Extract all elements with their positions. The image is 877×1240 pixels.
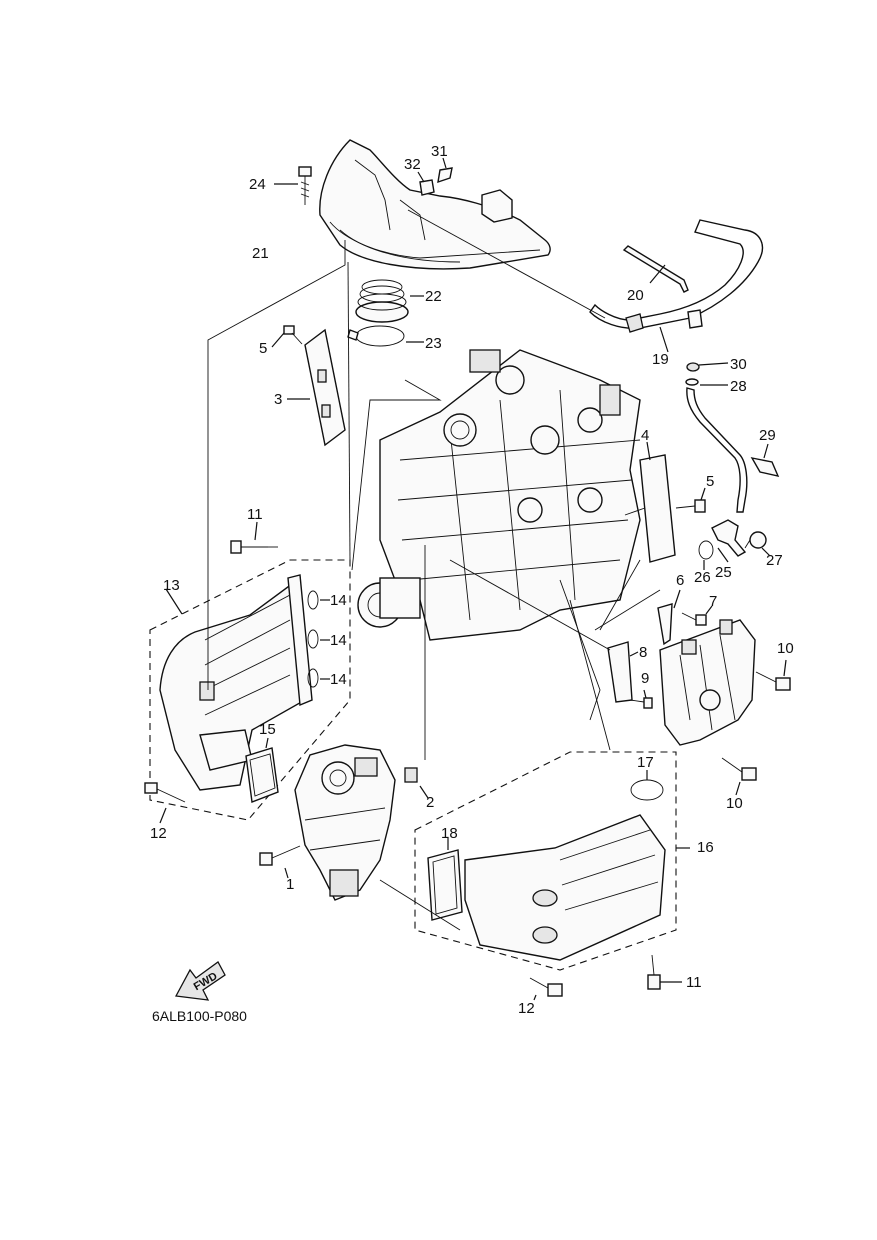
oring-part-26 <box>698 540 714 570</box>
callout-24: 24 <box>249 176 266 193</box>
callout-22: 22 <box>425 288 442 305</box>
bellows-part-22 <box>355 279 424 323</box>
bolt-part-7 <box>681 605 713 626</box>
callout-12-left: 12 <box>150 825 167 842</box>
clip-part-30 <box>686 362 729 372</box>
group-outline-13 <box>149 559 351 821</box>
intake-cover-part-21 <box>319 139 551 270</box>
bolt-part-12-lower <box>529 977 563 1001</box>
callout-32: 32 <box>404 156 421 173</box>
bolt-part-27 <box>744 531 771 557</box>
bolt-part-10-upper <box>755 659 791 691</box>
forward-arrow-icon: FWD <box>174 961 226 1001</box>
connection-lines <box>207 209 661 931</box>
silencer-part-13 <box>159 576 306 791</box>
callout-15: 15 <box>259 721 276 738</box>
callout-27: 27 <box>766 552 783 569</box>
gasket-part-14 <box>287 574 330 707</box>
callout-1: 1 <box>286 876 294 893</box>
fitting-part-25 <box>711 519 747 563</box>
callout-30: 30 <box>730 356 747 373</box>
callout-26: 26 <box>694 569 711 586</box>
bolt-part-9 <box>629 689 653 709</box>
callout-labels: 1 2 3 4 5 5 6 7 8 9 10 10 11 11 12 12 13… <box>150 143 794 1017</box>
callout-4: 4 <box>641 427 649 444</box>
callout-14-b: 14 <box>330 632 347 649</box>
group-outline-16 <box>414 751 677 971</box>
callout-21: 21 <box>252 245 269 262</box>
diagram-code: 6ALB100-P080 <box>152 1008 247 1024</box>
clip-part-29 <box>750 443 780 477</box>
callout-17: 17 <box>637 754 654 771</box>
callout-11-upper: 11 <box>247 506 263 523</box>
callout-13: 13 <box>163 577 180 594</box>
bolt-part-24 <box>274 166 312 205</box>
callout-5-right: 5 <box>706 473 714 490</box>
silencer-part-16 <box>464 814 690 961</box>
bracket-part-8 <box>607 641 639 703</box>
callout-23: 23 <box>425 335 442 352</box>
gasket-part-15 <box>245 737 279 803</box>
bracket-part-6 <box>657 589 681 646</box>
callout-5-left: 5 <box>259 340 267 357</box>
bolt-part-1 <box>259 845 301 879</box>
callout-18: 18 <box>441 825 458 842</box>
callout-31: 31 <box>431 143 448 160</box>
hose-part-28 <box>685 378 748 513</box>
callout-10-upper: 10 <box>777 640 794 657</box>
throttle-body-assembly <box>294 744 396 901</box>
plate-part-3 <box>287 328 346 447</box>
clamp-part-23 <box>347 325 424 347</box>
vapor-separator-assembly <box>659 619 756 746</box>
callout-9: 9 <box>641 670 649 687</box>
callout-20: 20 <box>627 287 644 304</box>
engine-block <box>357 349 641 641</box>
fwd-label: FWD <box>192 970 220 993</box>
callout-14-c: 14 <box>330 671 347 688</box>
bolt-part-5-right <box>675 487 706 513</box>
tie-part-20 <box>622 245 689 293</box>
callout-25: 25 <box>715 564 732 581</box>
callout-3: 3 <box>274 391 282 408</box>
bolt-part-10-lower <box>721 757 757 796</box>
callout-10-lower: 10 <box>726 795 743 812</box>
callout-14-a: 14 <box>330 592 347 609</box>
callout-11-lower: 11 <box>686 974 702 991</box>
callout-19: 19 <box>652 351 669 368</box>
hose-part-19 <box>589 219 763 353</box>
collar-part-2 <box>404 767 429 799</box>
callout-8: 8 <box>639 644 647 661</box>
callout-29: 29 <box>759 427 776 444</box>
callout-6: 6 <box>676 572 684 589</box>
callout-7: 7 <box>709 593 717 610</box>
bolt-part-11-lower <box>647 954 682 990</box>
fitting-part-31 <box>437 157 453 184</box>
oring-part-17 <box>630 770 664 801</box>
bolt-part-12-left <box>144 782 186 824</box>
bolt-part-11-upper <box>230 521 278 554</box>
gasket-part-18 <box>427 838 463 921</box>
callout-16: 16 <box>697 839 714 856</box>
callout-2: 2 <box>426 794 434 811</box>
plate-part-4 <box>639 441 676 563</box>
callout-28: 28 <box>730 378 747 395</box>
fitting-part-32 <box>417 171 435 196</box>
callout-12-lower: 12 <box>518 1000 535 1017</box>
bolt-part-5-left <box>271 325 303 348</box>
